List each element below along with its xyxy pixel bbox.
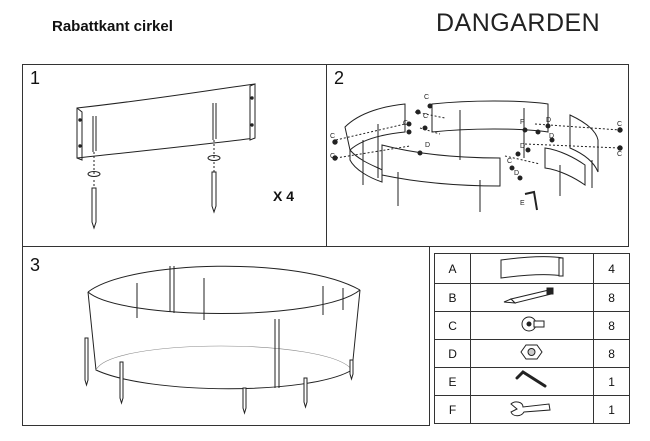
table-row: F 1 xyxy=(433,395,630,424)
part-qty: 1 xyxy=(593,367,630,396)
border-panel-icon xyxy=(500,256,564,279)
ground-spike-icon xyxy=(503,287,554,304)
parts-table: A 4 B 8 C 8 D 8 E 1 F 1 xyxy=(433,253,630,424)
bolt-icon xyxy=(521,316,545,332)
part-label: E xyxy=(433,367,472,396)
document-title: Rabattkant cirkel xyxy=(52,18,173,35)
panel-step-2 xyxy=(326,64,629,247)
table-row: E 1 xyxy=(433,367,630,396)
table-row: B 8 xyxy=(433,283,630,312)
table-row: C 8 xyxy=(433,311,630,340)
step-number-3: 3 xyxy=(30,255,41,275)
wrench-icon xyxy=(510,401,551,417)
part-label: D xyxy=(433,339,472,368)
part-qty: 1 xyxy=(593,395,630,424)
part-qty: 4 xyxy=(593,253,630,284)
part-qty: 8 xyxy=(593,339,630,368)
part-label: C xyxy=(433,311,472,340)
panel-step-3 xyxy=(22,246,430,426)
nut-icon xyxy=(520,344,543,360)
table-row: D 8 xyxy=(433,339,630,368)
part-qty: 8 xyxy=(593,283,630,312)
brand-logo: DANGARDEN xyxy=(436,9,601,37)
table-row: A 4 xyxy=(433,253,630,284)
step-number-2: 2 xyxy=(334,68,345,88)
part-qty: 8 xyxy=(593,311,630,340)
hex-key-icon xyxy=(515,370,547,388)
part-label: A xyxy=(433,253,472,284)
quantity-multiplier: X 4 xyxy=(273,188,295,204)
panel-step-1 xyxy=(22,64,327,247)
step-number-1: 1 xyxy=(30,68,41,88)
part-label: F xyxy=(433,395,472,424)
part-label: B xyxy=(433,283,472,312)
